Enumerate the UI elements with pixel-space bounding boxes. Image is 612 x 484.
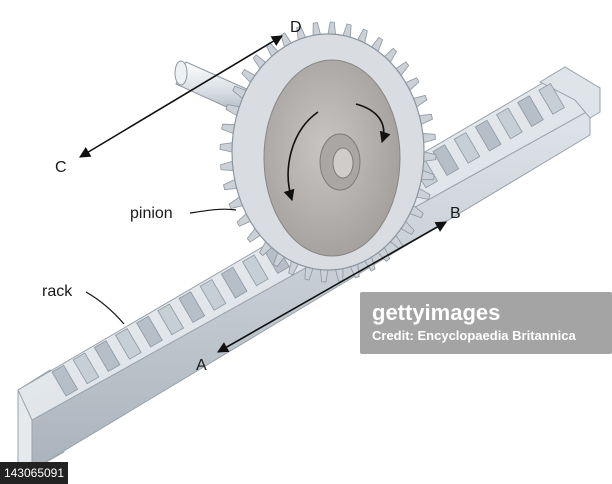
- label-b: B: [450, 205, 461, 222]
- watermark-brand: gettyimages: [372, 300, 501, 325]
- watermark-credit: Credit: Encyclopaedia Britannica: [372, 328, 576, 343]
- rack-tooth: [72, 352, 100, 385]
- rack-tooth: [517, 95, 544, 128]
- rack-tooth: [453, 131, 481, 164]
- rack-tooth: [157, 303, 185, 336]
- pinion-leader: [189, 208, 237, 214]
- pinion-hub-inner: [332, 147, 354, 179]
- rack-tooth: [51, 364, 79, 397]
- label-d: D: [290, 19, 302, 36]
- rotation-arrow-left: [283, 111, 319, 202]
- pinion-tooth: [220, 160, 234, 171]
- rack-tooth: [136, 315, 163, 348]
- pinion-tooth: [221, 123, 236, 135]
- rack-leader: [85, 291, 125, 325]
- rotation-arrow-right: [355, 103, 391, 144]
- rack-tooth: [178, 291, 206, 324]
- pinion-tooth: [312, 22, 321, 36]
- rack-tooth: [114, 327, 142, 360]
- rack-tooth: [93, 340, 121, 373]
- rack-tooth: [474, 119, 502, 152]
- pinion-tooth: [327, 21, 336, 35]
- stock-id-tag: 143065091: [0, 462, 68, 484]
- arrow-c-d: [79, 35, 283, 158]
- rack-tooth: [538, 82, 566, 115]
- rack-tooth: [495, 107, 523, 140]
- pinion-tooth: [422, 133, 436, 144]
- label-a: A: [196, 357, 207, 374]
- rack-right-end: [538, 66, 601, 119]
- label-c: C: [55, 159, 67, 176]
- arrow-a-b: [217, 221, 447, 353]
- pinion-tooth: [219, 142, 233, 153]
- watermark-badge: gettyimages Credit: Encyclopaedia Britan…: [360, 292, 612, 354]
- label-pinion: pinion: [130, 205, 173, 222]
- rack-tooth: [432, 144, 460, 177]
- label-rack: rack: [42, 283, 73, 300]
